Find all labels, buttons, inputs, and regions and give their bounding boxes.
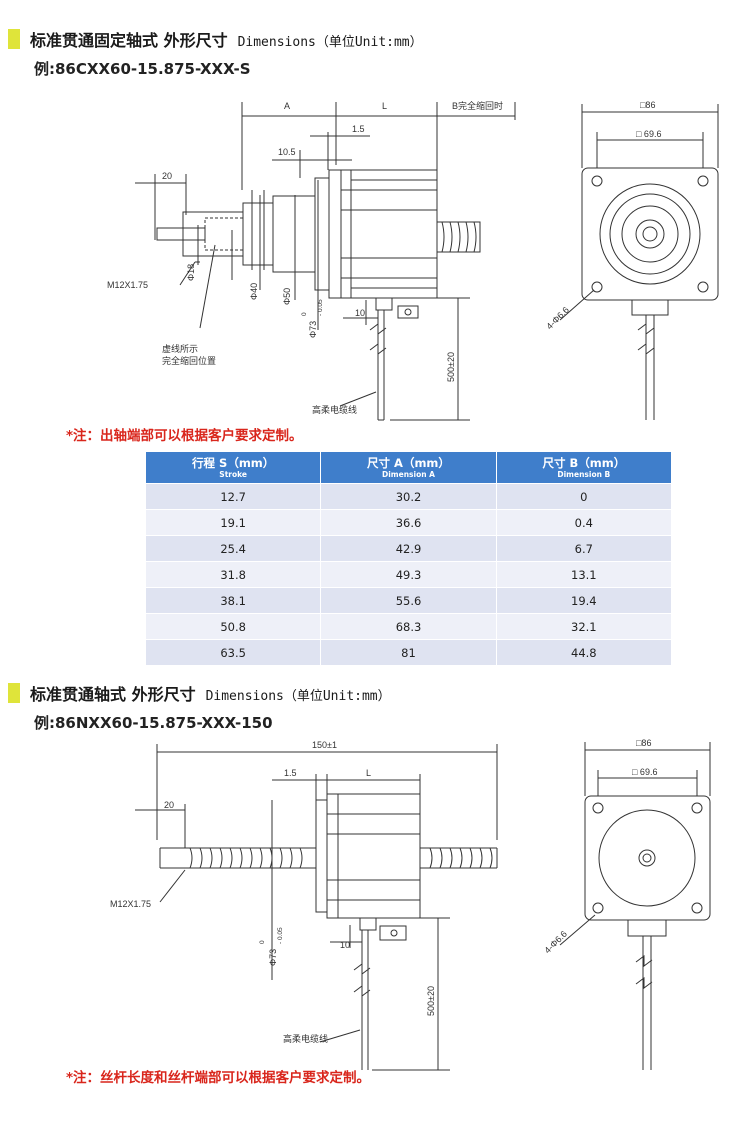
dim-500: 500±20 bbox=[426, 986, 436, 1016]
dim-1-5: 1.5 bbox=[284, 768, 297, 778]
dashed-note-2: 完全缩回位置 bbox=[162, 355, 216, 366]
dim-B: B完全缩回时 bbox=[452, 100, 503, 111]
stroke-dimension-table: 行程 S（mm）Stroke 尺寸 A（mm）Dimension A 尺寸 B（… bbox=[144, 451, 673, 666]
dim-sq69-6: □ 69.6 bbox=[636, 129, 661, 139]
dim-20: 20 bbox=[162, 171, 172, 181]
dim-holes: 4-Φ6.6 bbox=[542, 929, 569, 956]
cable-label: 高柔电缆线 bbox=[283, 1033, 328, 1044]
dim-phi40: Φ40 bbox=[249, 283, 259, 300]
col-stroke: 行程 S（mm）Stroke bbox=[144, 451, 322, 484]
dim-L: L bbox=[366, 768, 371, 778]
section-marker bbox=[8, 683, 20, 703]
dim-holes: 4-Φ6.6 bbox=[544, 305, 571, 332]
dim-10: 10 bbox=[340, 940, 350, 950]
dim-20: 20 bbox=[164, 800, 174, 810]
section2-model-example: 例:86NXX60-15.875-XXX-150 bbox=[34, 714, 273, 732]
section-marker bbox=[8, 29, 20, 49]
dim-L: L bbox=[382, 101, 387, 111]
dim-phi73: Φ73 bbox=[268, 949, 278, 966]
thread-m12: M12X1.75 bbox=[107, 280, 148, 290]
dim-sq86: □86 bbox=[636, 738, 651, 748]
dim-A: A bbox=[284, 101, 290, 111]
dim-500: 500±20 bbox=[446, 352, 456, 382]
dim-1-5: 1.5 bbox=[352, 124, 365, 134]
col-dimension-b: 尺寸 B（mm）Dimension B bbox=[495, 451, 673, 484]
tol-lower: - 0.05 bbox=[277, 927, 284, 944]
dim-10: 10 bbox=[355, 308, 365, 318]
dim-phi18: Φ18 bbox=[186, 264, 196, 281]
tol-upper: 0 bbox=[259, 940, 266, 944]
cable-label: 高柔电缆线 bbox=[312, 404, 357, 415]
section1-note: *注：出轴端部可以根据客户要求定制。 bbox=[66, 428, 303, 444]
dim-sq69-6: □ 69.6 bbox=[632, 767, 657, 777]
dim-150: 150±1 bbox=[312, 740, 337, 750]
dim-phi50: Φ50 bbox=[282, 288, 292, 305]
dim-sq86: □86 bbox=[640, 100, 655, 110]
dim-10-5: 10.5 bbox=[278, 147, 296, 157]
drawing-through-shaft: 150±1 1.5 L 20 M12X1.75 Φ73 0 - 0.05 10 … bbox=[110, 738, 711, 1071]
col-dimension-a: 尺寸 A（mm）Dimension A bbox=[320, 451, 497, 484]
section1-model-example: 例:86CXX60-15.875-XXX-S bbox=[34, 60, 251, 78]
dim-phi73: Φ73 bbox=[308, 321, 318, 338]
tol-upper: 0 bbox=[301, 312, 308, 316]
drawing-fixed-shaft: A L B完全缩回时 1.5 10.5 20 M12X1.75 Φ18 Φ40 … bbox=[107, 100, 719, 421]
dashed-note-1: 虚线所示 bbox=[162, 343, 198, 354]
thread-m12: M12X1.75 bbox=[110, 899, 151, 909]
tol-lower: - 0.05 bbox=[317, 299, 324, 316]
section2-note: *注：丝杆长度和丝杆端部可以根据客户要求定制。 bbox=[66, 1070, 371, 1086]
